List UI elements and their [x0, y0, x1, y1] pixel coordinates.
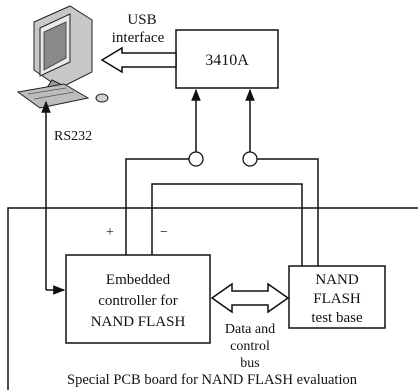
bus-label-line3: bus: [240, 356, 259, 371]
test-base-label-line1: NAND: [315, 272, 358, 288]
wire-plus: [125, 158, 189, 255]
test-base-label-line2: FLASH: [313, 291, 361, 307]
controller-label-line3: NAND FLASH: [91, 314, 186, 330]
test-base-box: [288, 265, 386, 329]
wire-minus: [151, 183, 303, 266]
controller-label-line2: controller for: [98, 293, 178, 309]
usb-label-line1: USB: [127, 12, 156, 28]
minus-label: −: [160, 225, 168, 240]
plus-label: +: [106, 225, 114, 240]
test-base-label-line3: test base: [311, 310, 363, 326]
computer-icon: [16, 5, 109, 109]
board-caption: Special PCB board for NAND FLASH evaluat…: [67, 372, 358, 388]
bus-arrow: [210, 282, 290, 314]
pcb-board-outline: [7, 207, 418, 390]
usb-arrow: [100, 46, 177, 74]
controller-label-line1: Embedded: [106, 272, 171, 288]
bus-label-line1: Data and: [225, 322, 275, 337]
rs232-label: RS232: [54, 129, 92, 144]
wire-minus-right: [257, 158, 319, 266]
controller-box: [65, 254, 211, 344]
probe-point-minus: [242, 151, 258, 167]
usb-label-line2: interface: [112, 30, 165, 46]
probe-point-plus: [188, 151, 204, 167]
bus-label-line2: control: [230, 339, 270, 354]
device-3410a-label: 3410A: [205, 52, 249, 69]
